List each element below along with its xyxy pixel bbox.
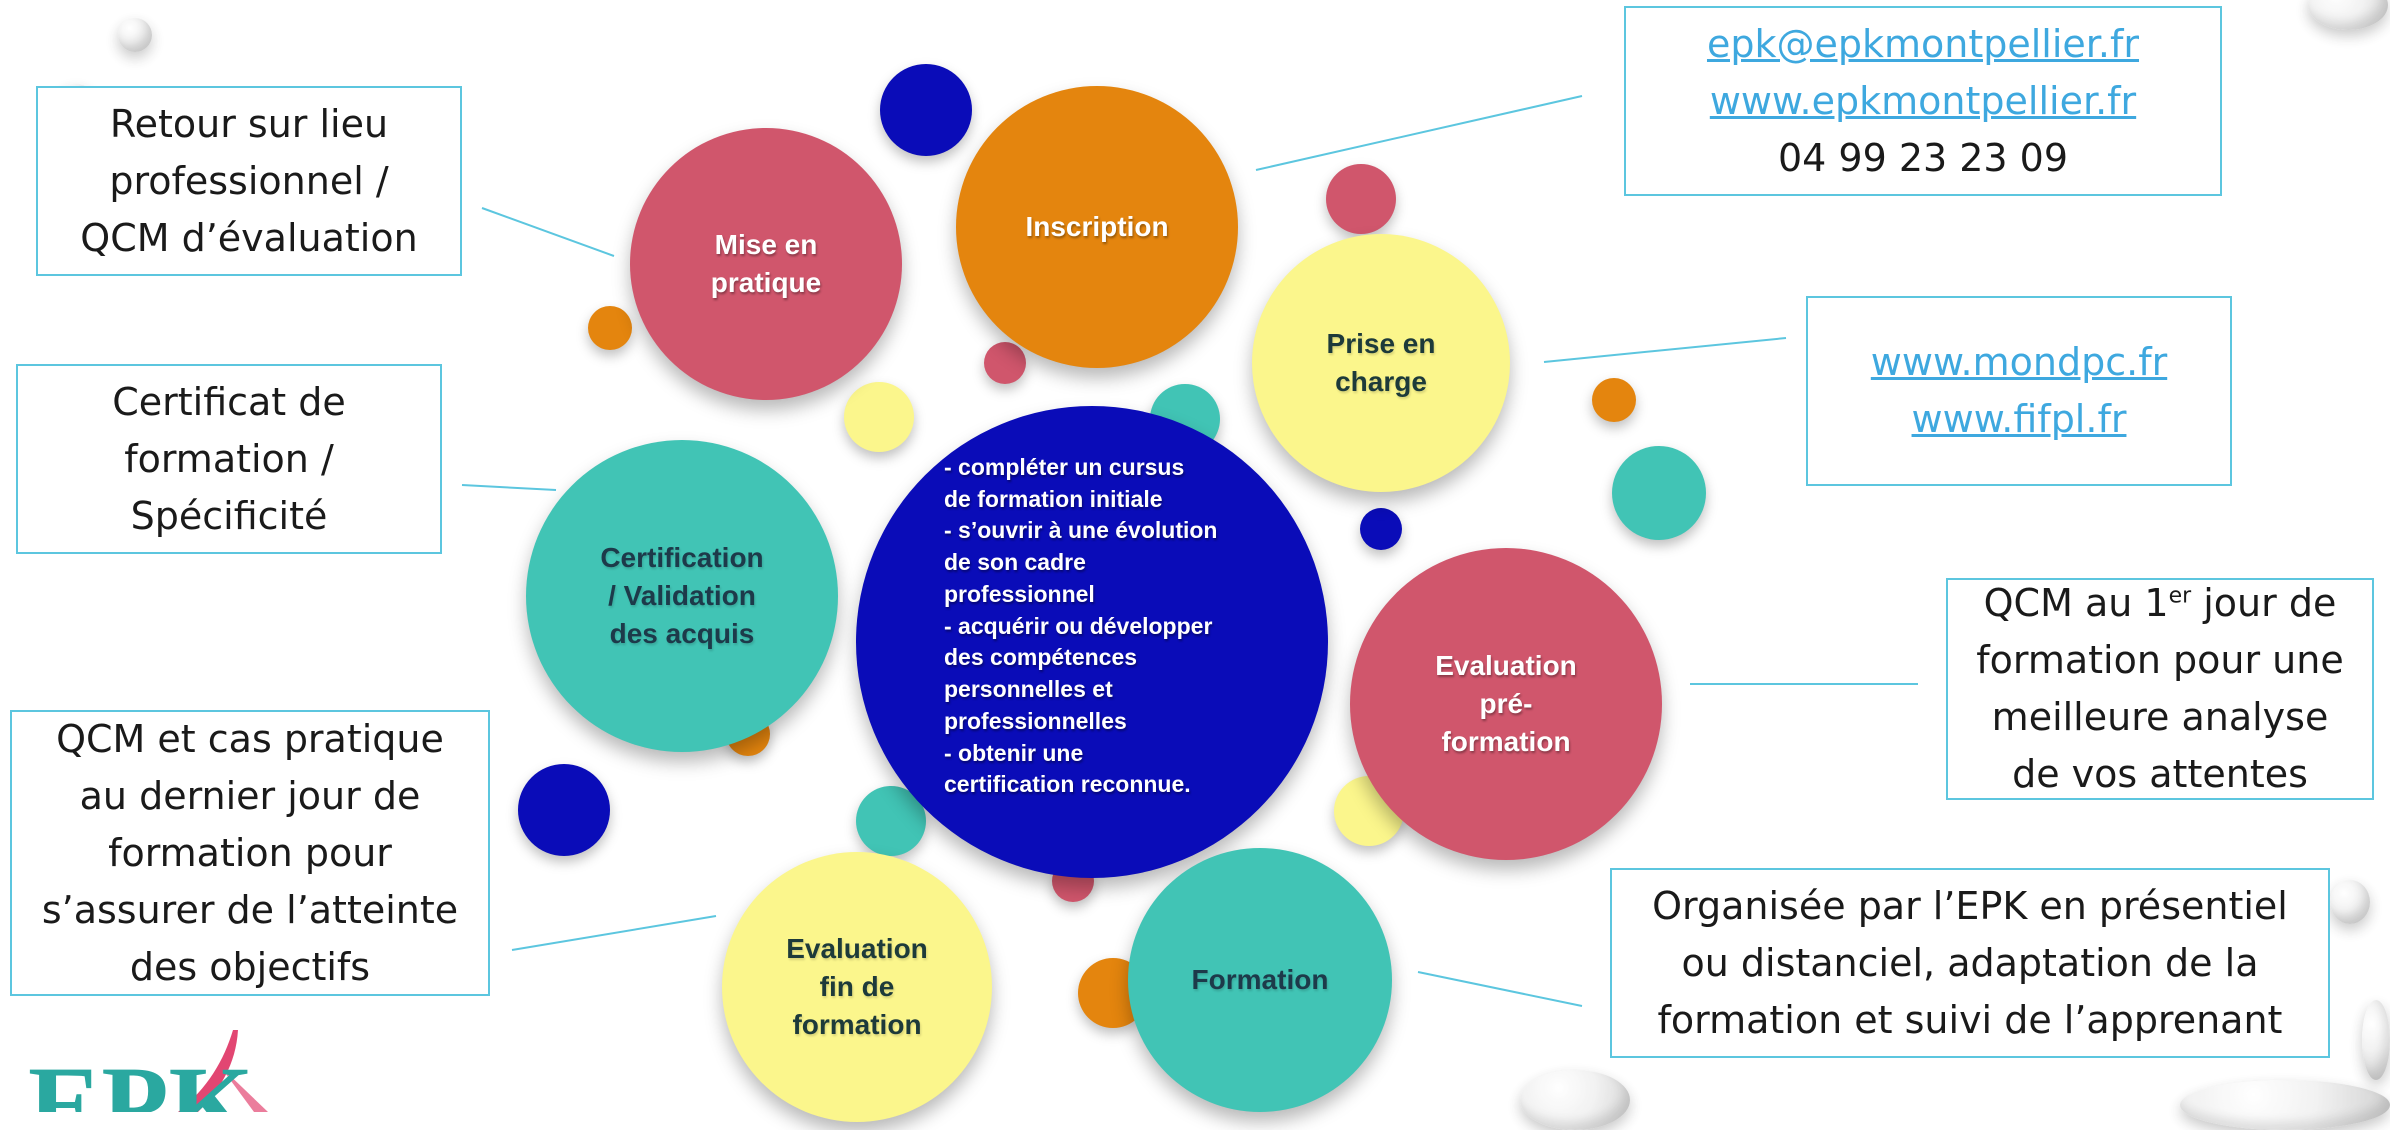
box-certificat-text: Certificat de formation / Spécificité [112,379,346,538]
phone-number: 04 99 23 23 09 [1777,135,2069,180]
box-organisee: Organisée par l’EPK en présentiel ou dis… [1610,868,2330,1058]
fifpl-link[interactable]: www.fifpl.fr [1911,397,2127,441]
decorative-dot [588,306,632,350]
qcm-debut-superscript: er [2168,583,2192,609]
mondpc-link[interactable]: www.mondpc.fr [1870,340,2168,384]
objective-line: - obtenir une [944,739,1084,766]
objective-line: - s’ouvrir à une évolution [944,517,1218,544]
objective-line: de son cadre [944,549,1086,576]
bubble-certification-label: Certification / Validation des acquis [600,542,764,649]
decorative-dot [844,382,914,452]
bubble-evaluation-fin-formation-label: Evaluation fin de formation [786,933,928,1040]
decorative-dot [1592,378,1636,422]
box-qcm-fin-text: QCM et cas pratique au dernier jour de f… [41,716,459,989]
water-droplet [2362,1000,2390,1080]
water-droplet [2330,880,2370,924]
box-retour-text: Retour sur lieu professionnel / QCM d’év… [80,101,418,260]
objectives-list: - compléter un cursus de formation initi… [944,452,1254,801]
box-qcm-fin: QCM et cas pratique au dernier jour de f… [10,710,490,996]
bubble-mise-en-pratique: Mise en pratique [630,128,902,400]
objective-line: des compétences [944,644,1138,671]
bubble-inscription-label: Inscription [1025,211,1169,243]
bubble-inscription: Inscription [956,86,1238,368]
decorative-dot [1612,446,1706,540]
bubble-evaluation-pre-formation-label: Evaluation pré- formation [1435,650,1577,757]
bubble-evaluation-fin-formation: Evaluation fin de formation [722,852,992,1122]
website-link[interactable]: www.epkmontpellier.fr [1709,78,2137,123]
qcm-debut-suffix: jour de [2191,581,2337,625]
box-qcm-debut-text: formation pour une meilleure analyse de … [1976,638,2344,796]
bubble-objectives [856,406,1328,878]
bubble-formation-label: Formation [1191,964,1329,996]
objective-line: professionnelles [944,707,1127,734]
bubble-certification: Certification / Validation des acquis [526,440,838,752]
box-certificat: Certificat de formation / Spécificité [16,364,442,554]
objective-line: certification reconnue. [944,771,1191,798]
box-retour-sur-lieu: Retour sur lieu professionnel / QCM d’év… [36,86,462,276]
box-funding: www.mondpc.fr www.fifpl.fr [1806,296,2232,486]
objective-line: - acquérir ou développer [944,612,1213,639]
bubble-evaluation-pre-formation: Evaluation pré- formation [1350,548,1662,860]
bubble-prise-en-charge-label: Prise en charge [1326,328,1436,397]
box-qcm-debut-firstline: QCM au 1er jour de [1984,575,2337,632]
objective-line: personnelles et [944,676,1113,703]
objective-line: professionnel [944,580,1095,607]
bubble-formation: Formation [1128,848,1392,1112]
objective-line: - compléter un cursus [944,454,1185,480]
epk-logo: EPK [28,1030,278,1130]
water-droplet [118,18,152,52]
decorative-dot [984,342,1026,384]
qcm-debut-prefix: QCM au 1 [1983,581,2169,625]
decorative-dot [1326,164,1396,234]
epk-logo-text: EPK [28,1044,254,1112]
box-qcm-debut: QCM au 1er jour de formation pour une me… [1946,578,2374,800]
decorative-dot [880,64,972,156]
objective-line: de formation initiale [944,485,1163,512]
box-organisee-text: Organisée par l’EPK en présentiel ou dis… [1652,883,2288,1042]
email-link[interactable]: epk@epkmontpellier.fr [1706,21,2140,66]
decorative-dot [518,764,610,856]
bubble-mise-en-pratique-label: Mise en pratique [710,229,822,298]
bubble-prise-en-charge: Prise en charge [1252,234,1510,492]
box-contact: epk@epkmontpellier.fr www.epkmontpellier… [1624,6,2222,196]
decorative-dot [1360,508,1402,550]
